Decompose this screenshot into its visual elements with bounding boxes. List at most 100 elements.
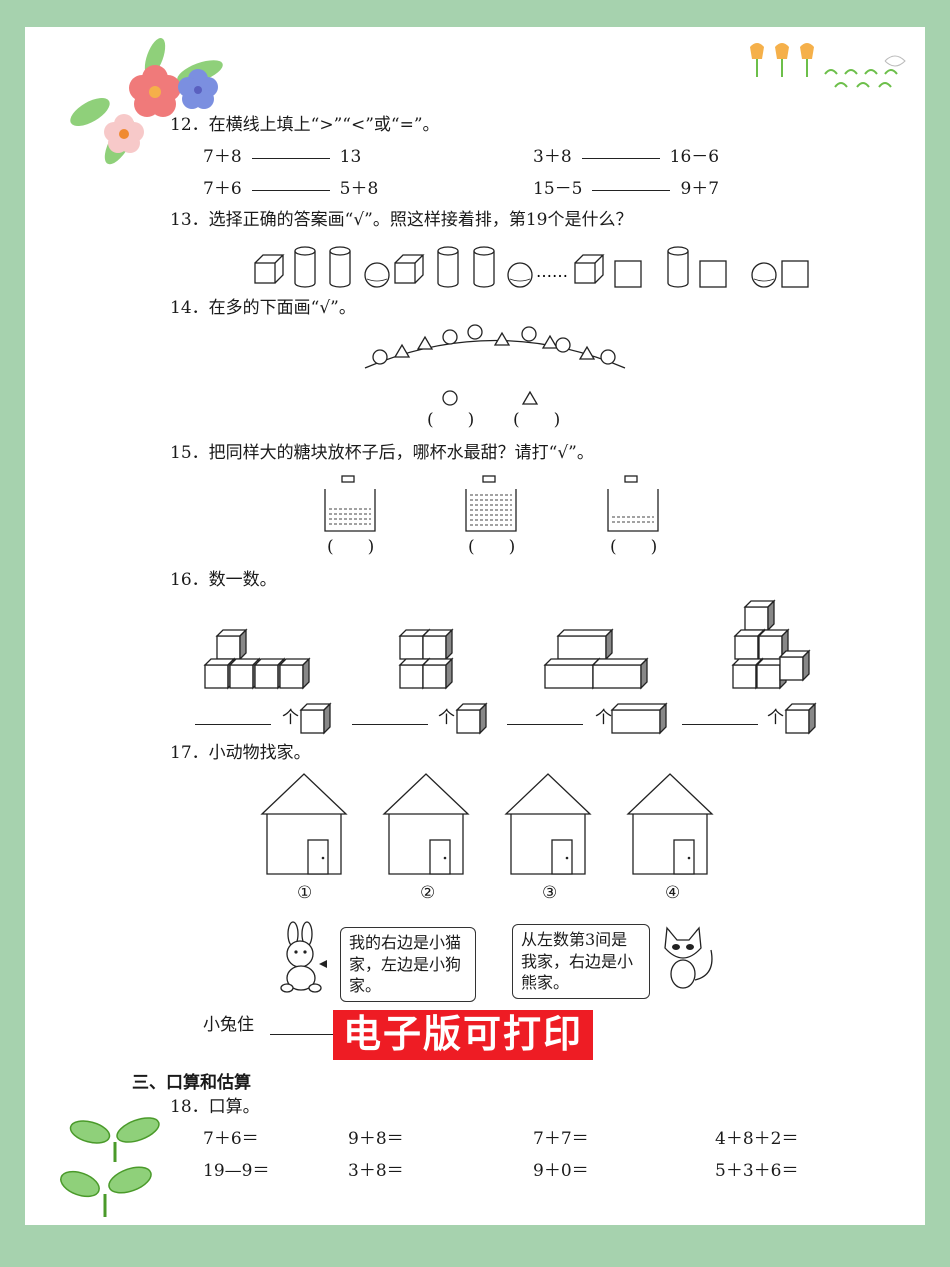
q12-row1-right: 3＋8 16－6 xyxy=(533,149,719,166)
q16-title: 16．数一数。 xyxy=(170,570,277,590)
cube-unit-icon xyxy=(456,703,487,734)
sphere-icon xyxy=(751,262,777,288)
q16-answers: 个 个 个 个 xyxy=(195,703,895,734)
ellipsis: …… xyxy=(536,262,568,281)
answer-blank[interactable] xyxy=(581,157,660,159)
cylinder-icon xyxy=(329,246,351,288)
cube-icon xyxy=(254,254,284,284)
expression: 13 xyxy=(339,147,362,167)
cup-icon xyxy=(324,489,376,532)
expression: 9＋7 xyxy=(680,179,720,199)
answer-blank[interactable] xyxy=(507,724,583,725)
unit-label: 个 xyxy=(282,708,299,728)
q12-row1-left: 7＋8 13 xyxy=(203,149,361,166)
triangle-icon xyxy=(416,335,434,350)
house-icon xyxy=(261,773,347,875)
rabbit-icon xyxy=(280,921,327,993)
q14-title: 14．在多的下面画“√”。 xyxy=(170,298,356,318)
house-label-3: ③ xyxy=(542,883,558,903)
cat-speech-bubble: 从左数第3间是我家，右边是小熊家。 xyxy=(512,924,650,999)
sugar-cube-icon xyxy=(482,475,496,483)
answer-prefix: 小兔住 xyxy=(203,1015,254,1035)
answer-paren[interactable]: ( ) xyxy=(610,537,658,557)
triangle-icon xyxy=(393,343,411,358)
cylinder-icon xyxy=(667,246,689,288)
triangle-icon xyxy=(541,334,559,349)
square-icon xyxy=(781,260,809,288)
cube-icon xyxy=(574,254,604,284)
oral-calc[interactable]: 3＋8＝ xyxy=(348,1161,404,1181)
sprout-decoration-icon xyxy=(60,1117,160,1217)
oral-calc[interactable]: 4＋8＋2＝ xyxy=(715,1129,799,1149)
cube-unit-icon xyxy=(300,703,331,734)
oral-calc[interactable]: 9＋0＝ xyxy=(533,1161,589,1181)
section-3-title: 三、口算和估算 xyxy=(132,1073,251,1093)
oral-calc[interactable]: 7＋6＝ xyxy=(203,1129,259,1149)
answer-paren[interactable]: ( ) xyxy=(468,537,516,557)
circle-icon xyxy=(521,326,537,342)
triangle-icon xyxy=(493,331,511,346)
answer-blank[interactable] xyxy=(270,1034,340,1035)
house-label-2: ② xyxy=(420,883,436,903)
cups-figure xyxy=(324,475,659,532)
q12-title: 12．在横线上填上“>”“<”或“=”。 xyxy=(170,115,440,135)
q18-title: 18．口算。 xyxy=(170,1097,260,1117)
circle-icon xyxy=(600,349,616,365)
cube-stacks-figure xyxy=(204,600,810,689)
answer-blank[interactable] xyxy=(682,724,758,725)
houses-figure xyxy=(261,773,713,875)
answer-paren[interactable]: ( ) xyxy=(327,537,375,557)
triangle-icon xyxy=(578,345,596,360)
cube-unit-icon xyxy=(785,703,816,734)
unit-label: 个 xyxy=(595,708,612,728)
house-label-4: ④ xyxy=(665,883,681,903)
answer-blank[interactable] xyxy=(251,189,330,191)
expression: 7＋8 xyxy=(203,147,242,167)
oral-calc[interactable]: 9＋8＝ xyxy=(348,1129,404,1149)
house-icon xyxy=(505,773,591,875)
expression: 3＋8 xyxy=(533,147,572,167)
expression: 16－6 xyxy=(669,147,720,167)
unit-label: 个 xyxy=(438,708,455,728)
stack-4 xyxy=(732,600,810,689)
answer-blank[interactable] xyxy=(592,189,671,191)
long-block-unit-icon xyxy=(611,703,667,734)
triangle-icon xyxy=(521,390,539,405)
circle-icon xyxy=(372,349,388,365)
expression: 7＋6 xyxy=(203,179,242,199)
cylinder-icon xyxy=(437,246,459,288)
q15-title: 15．把同样大的糖块放杯子后，哪杯水最甜？请打“√”。 xyxy=(170,443,594,463)
answer-blank[interactable] xyxy=(352,724,428,725)
answer-blank[interactable] xyxy=(251,157,330,159)
square-icon xyxy=(614,260,642,288)
q13-title: 13．选择正确的答案画“√”。照这样接着排，第19个是什么？ xyxy=(170,210,633,230)
oral-calc[interactable]: 19—9＝ xyxy=(203,1161,270,1181)
sphere-icon xyxy=(507,262,533,288)
cylinder-icon xyxy=(473,246,495,288)
answer-paren[interactable]: ( ) xyxy=(513,410,561,430)
q12-row2-right: 15－5 9＋7 xyxy=(533,181,719,198)
sugar-cube-icon xyxy=(341,475,355,483)
unit-label: 个 xyxy=(767,708,784,728)
house-label-1: ① xyxy=(297,883,313,903)
stack-1 xyxy=(204,629,310,689)
sugar-cube-icon xyxy=(624,475,638,483)
flower-decoration-icon xyxy=(70,38,223,165)
oral-calc[interactable]: 5＋3＋6＝ xyxy=(715,1161,799,1181)
house-icon xyxy=(627,773,713,875)
expression: 15－5 xyxy=(533,179,583,199)
shape-sequence: …… xyxy=(254,246,809,288)
legend-shapes xyxy=(442,390,539,406)
house-icon xyxy=(383,773,469,875)
oral-calc[interactable]: 7＋7＝ xyxy=(533,1129,589,1149)
answer-paren[interactable]: ( ) xyxy=(427,410,475,430)
cube-icon xyxy=(394,254,424,284)
sphere-icon xyxy=(364,262,390,288)
circle-icon xyxy=(442,390,458,406)
cup-icon xyxy=(465,489,517,532)
tulip-decoration-icon xyxy=(750,43,906,88)
answer-blank[interactable] xyxy=(195,724,271,725)
q17-title: 17．小动物找家。 xyxy=(170,743,311,763)
